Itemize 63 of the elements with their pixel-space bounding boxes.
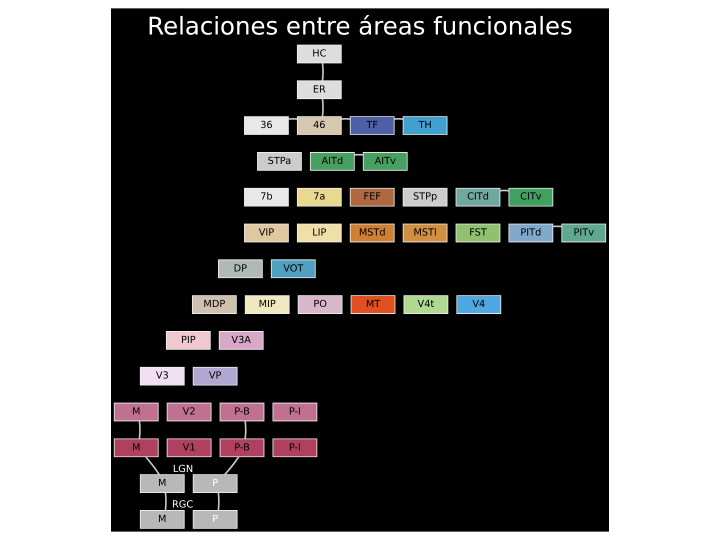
node-box: PIP [166,331,211,350]
connector [354,154,364,156]
node-box: FST [456,224,500,242]
node-box: AITv [362,152,408,171]
node-box: CITv [508,188,554,207]
node-box: STPa [257,152,302,171]
node-box: DP [218,259,263,278]
node-box: MDP [192,295,237,314]
node-box: V4 [456,295,502,314]
node-box: M [140,474,185,493]
node-box: V1 [166,438,212,458]
node-box: PITv [561,224,606,242]
node-box: P-B [220,402,264,422]
node-box: MSTl [402,224,448,242]
node-box: P-I [272,438,318,458]
node-box: LIP [296,224,342,242]
node-box: V3A [218,331,264,350]
node-box: PITd [508,224,554,242]
connector [322,98,324,117]
node-box: MT [350,295,396,314]
node-box: AITd [310,152,355,171]
node-box: P [192,510,238,529]
connector [322,62,324,81]
node-box: ER [296,80,342,100]
node-box: P [192,474,238,493]
connector [394,118,404,120]
node-box: MIP [244,295,290,314]
node-box: HC [296,44,342,64]
diagram-title: Relaciones entre áreas funcionales [147,11,573,40]
node-box: STPp [402,188,448,207]
node-box: V3 [140,366,185,386]
node-box: VIP [244,224,289,242]
node-box: PO [298,295,342,314]
connector [224,456,240,476]
node-box: FEF [350,188,395,207]
node-box: MSTd [350,224,395,242]
node-box: 7b [244,188,289,207]
connector [145,456,160,476]
connector [218,492,220,510]
node-box: M [114,402,159,422]
node-box: 46 [296,116,342,135]
node-box: P-I [272,402,318,422]
connector [500,190,509,192]
node-box: M [140,510,185,529]
node-box: TH [402,116,448,135]
node-box: V4t [404,295,448,314]
connector [138,421,141,439]
connector [552,225,562,228]
node-label: RGC [172,500,194,511]
node-box: M [114,438,159,458]
node-box: CITd [456,188,500,207]
node-box: V2 [166,402,212,422]
node-box: P-B [220,438,264,458]
connector [164,492,167,510]
node-box: VP [192,366,238,386]
connector [244,421,246,439]
node-box: TF [350,116,395,135]
node-box: VOT [270,259,316,278]
node-label: LGN [172,464,194,475]
connector [288,118,298,120]
connector [341,118,350,120]
node-box: 36 [244,116,289,135]
node-box: 7a [296,188,342,207]
